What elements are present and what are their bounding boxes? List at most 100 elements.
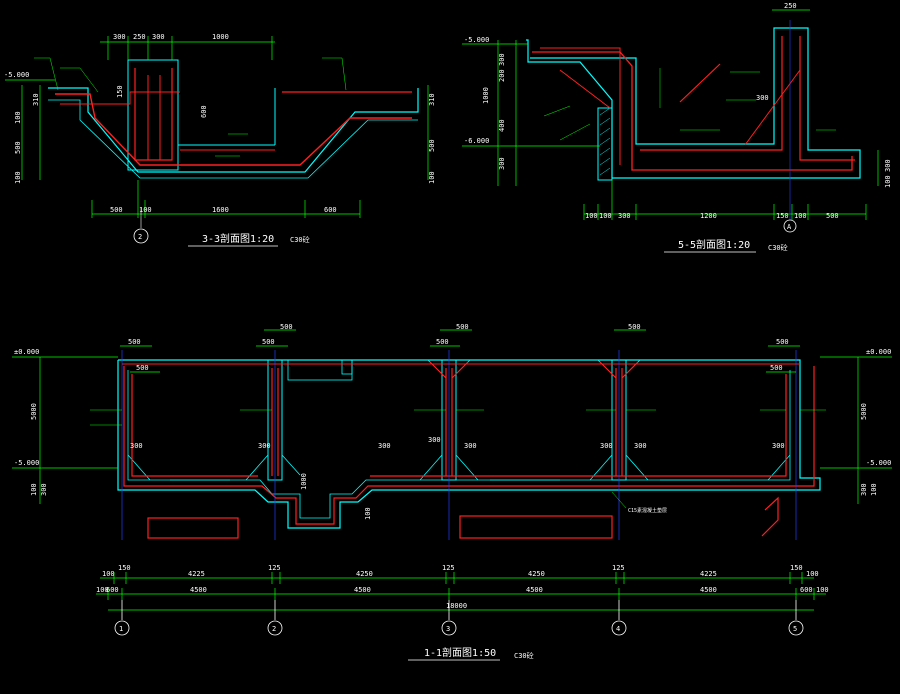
section-5-5-retaining xyxy=(597,107,613,181)
section-3-3-left-dim: 500 xyxy=(14,141,22,154)
section-1-1-corner-dim: 500 xyxy=(770,364,783,372)
section-1-1-dim-row1: 150 xyxy=(790,564,803,572)
section-1-1-axis-bubbles xyxy=(114,600,804,636)
section-1-1-dim-row1: 4225 xyxy=(700,570,717,578)
section-1-1-concrete-note: C30砼 xyxy=(514,651,534,660)
section-1-1-interior-walls xyxy=(267,359,627,481)
section-1-1-pit-dim: 1000 xyxy=(300,473,308,490)
section-1-1-corner-dim: 500 xyxy=(436,338,449,346)
section-3-3-note-150: 150 xyxy=(116,85,124,98)
section-5-5-concrete-note: C30砼 xyxy=(768,243,788,252)
section-1-1-dim-row1: 125 xyxy=(268,564,281,572)
section-3-3-left-dim: 100 xyxy=(14,171,22,184)
section-1-1-concrete-outline xyxy=(117,359,821,529)
section-5-5-rebar-1 xyxy=(532,51,853,171)
section-3-3-bottom-dim: 100 xyxy=(139,206,152,214)
section-5-5-rebar-7 xyxy=(679,63,721,103)
section-1-1: ±0.000 ±0.000 -5.000 -5.000 5000 100 300… xyxy=(12,323,892,661)
section-1-1-haunch-dim: 300 xyxy=(772,442,785,450)
section-3-3-inner-dim: 600 xyxy=(200,105,208,118)
section-1-1-dim-row1: 125 xyxy=(612,564,625,572)
section-3-3-bottom-dim: 1600 xyxy=(212,206,229,214)
section-1-1-rebar xyxy=(122,361,815,525)
section-1-1-haunch-dim: 300 xyxy=(258,442,271,450)
section-3-3-leaders xyxy=(34,57,347,157)
section-5-5-bottom-dim: 1200 xyxy=(700,212,717,220)
section-1-1-corner-dim: 500 xyxy=(262,338,275,346)
section-3-3-left-dim: 310 xyxy=(32,93,40,106)
section-1-1-dim-row2: 100 xyxy=(816,586,829,594)
section-1-1-haunch-dim: 300 xyxy=(428,436,441,444)
section-5-5-bottom-dim: 100 xyxy=(599,212,612,220)
section-3-3-left-column xyxy=(127,59,179,171)
section-5-5-caption: 5-5剖面图1:20 xyxy=(678,238,750,251)
section-1-1-right-base: 300 xyxy=(860,483,868,496)
section-1-1-haunch-dim: 300 xyxy=(130,442,143,450)
section-5-5-left-dim: 300 xyxy=(498,53,506,66)
section-1-1-right-base: 100 xyxy=(870,483,878,496)
section-5-5-rebar-4 xyxy=(799,36,855,161)
section-3-3-left-dim: 100 xyxy=(14,111,22,124)
section-5-5-bottom-dim: 500 xyxy=(826,212,839,220)
section-5-5-left-dim: 400 xyxy=(498,119,506,132)
section-1-1-elev-bot-left: -5.000 xyxy=(14,459,39,467)
section-1-1-dim-row1: 4250 xyxy=(356,570,373,578)
section-5-5-left-dim: 200 xyxy=(498,69,506,82)
section-1-1-dim-row2-ticks xyxy=(107,588,815,600)
section-1-1-rebar-leaders xyxy=(90,409,826,426)
section-1-1-dim-row1-ticks xyxy=(113,572,803,584)
section-1-1-beam-detail-mid xyxy=(459,515,613,539)
section-3-3-concrete-note: C30砼 xyxy=(290,235,310,244)
section-3-3-top-dim: 250 xyxy=(133,33,146,41)
section-1-1-dim-row2: 4500 xyxy=(190,586,207,594)
section-1-1-cushion-leader xyxy=(611,491,627,509)
section-5-5-leaders xyxy=(543,68,836,141)
section-1-1-top-dim: 500 xyxy=(456,323,469,331)
section-5-5-bottom-dim: 300 xyxy=(618,212,631,220)
section-3-3-top-dim-ticks xyxy=(107,36,273,60)
section-1-1-axis-lines xyxy=(121,350,797,540)
section-1-1-dim-row1: 4225 xyxy=(188,570,205,578)
section-1-1-top-dim-lines xyxy=(120,329,800,373)
section-3-3-right-dim: 310 xyxy=(428,93,436,106)
section-1-1-caption: 1-1剖面图1:50 xyxy=(424,646,496,659)
section-5-5-bottom-dim: 150 xyxy=(776,212,789,220)
section-5-5: 250 -5.000 -6.000 300 200 1000 400 300 3… xyxy=(462,2,892,253)
section-1-1-dim-row1: 150 xyxy=(118,564,131,572)
section-5-5-hatch xyxy=(599,107,611,176)
section-1-1-elev-top-left: ±0.000 xyxy=(14,348,39,356)
section-1-1-total: 18000 xyxy=(446,602,467,610)
section-3-3-right-dim: 500 xyxy=(428,139,436,152)
section-3-3-caption: 3-3剖面图1:20 xyxy=(202,232,274,245)
section-5-5-rebar-5 xyxy=(559,69,611,109)
section-1-1-elev-top-right: ±0.000 xyxy=(866,348,891,356)
section-1-1-cushion-note: C15素混凝土垫层 xyxy=(628,507,667,514)
section-1-1-detail-right xyxy=(761,496,779,537)
section-1-1-dim-row2: 600 xyxy=(106,586,119,594)
section-5-5-elev-1: -5.000 xyxy=(464,36,489,44)
section-5-5-elev-2: -6.000 xyxy=(464,137,489,145)
section-5-5-bottom-dim: 100 xyxy=(794,212,807,220)
section-3-3-bottom-dim: 600 xyxy=(324,206,337,214)
section-1-1-beam-detail-left xyxy=(147,517,239,539)
section-1-1-dim-row1: 4250 xyxy=(528,570,545,578)
section-5-5-rebar-3 xyxy=(640,36,783,151)
section-5-5-grid-label: A xyxy=(787,223,792,231)
section-1-1-elev-bot-right: -5.000 xyxy=(866,459,891,467)
section-1-1-axis-label: 2 xyxy=(272,625,276,633)
section-3-3-grid-bubble xyxy=(133,228,149,244)
section-1-1-haunch-dim: 300 xyxy=(634,442,647,450)
section-3-3-grid-label: 2 xyxy=(138,233,142,241)
section-1-1-top-dim: 500 xyxy=(628,323,641,331)
section-1-1-right-height: 5000 xyxy=(860,403,868,420)
section-5-5-rebar-2 xyxy=(540,47,621,165)
section-1-1-haunches xyxy=(127,359,791,481)
section-1-1-dim-row2: 4500 xyxy=(700,586,717,594)
section-1-1-left-base: 300 xyxy=(40,483,48,496)
section-1-1-haunch-dim: 300 xyxy=(378,442,391,450)
section-5-5-left-dim: 300 xyxy=(498,157,506,170)
section-5-5-rebar-6 xyxy=(744,69,801,146)
section-5-5-left-dim: 1000 xyxy=(482,87,490,104)
section-3-3-top-dim: 300 xyxy=(113,33,126,41)
section-5-5-inner-dim: 300 xyxy=(756,94,769,102)
